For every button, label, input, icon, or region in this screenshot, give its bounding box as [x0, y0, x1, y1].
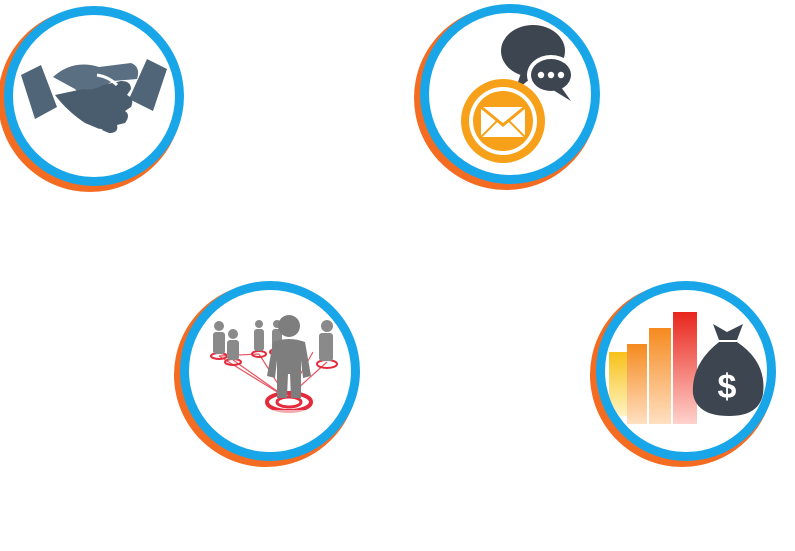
- handshake-badge: [0, 6, 186, 196]
- badge-face: [189, 290, 351, 452]
- badge-face: $: [605, 290, 767, 452]
- people-network-icon: [189, 315, 351, 452]
- growth-bar: [627, 344, 647, 424]
- growth-bar: [609, 352, 627, 416]
- badge-face: [13, 15, 175, 177]
- communication-badge: [414, 4, 602, 194]
- revenue-growth-badge: $: [590, 281, 778, 471]
- handshake-icon: [21, 59, 167, 139]
- growth-bar: [649, 328, 671, 424]
- people-network-badge: [174, 281, 362, 471]
- growth-bar: [673, 312, 697, 424]
- dollar-sign: $: [718, 368, 737, 406]
- money-bag-growth-chart-icon: $: [609, 312, 764, 424]
- badge-face: [429, 13, 591, 175]
- chat-envelope-icon: [461, 25, 575, 163]
